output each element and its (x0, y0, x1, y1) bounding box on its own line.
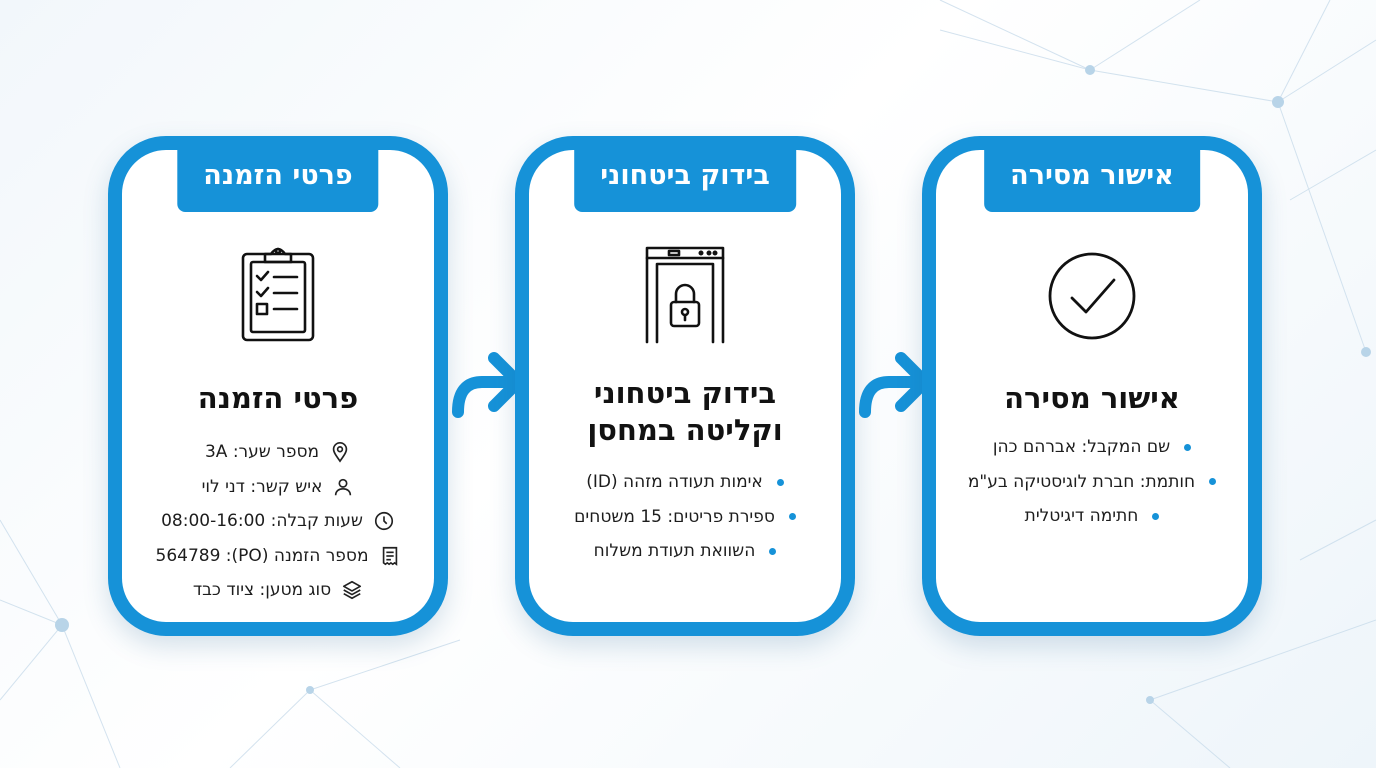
recipient-name-text: שם המקבל: אברהם כהן (992, 437, 1171, 458)
security-check-card: בידוק ביטחוני בידוק ביטחוני וקליטה במחסן… (515, 136, 855, 636)
order-details-tab: פרטי הזמנה (177, 136, 379, 212)
security-check-list: אימות תעודה מזהה (ID) ספירת פריטים: 15 מ… (529, 465, 841, 569)
order-number-text: מספר הזמנה (PO): 564789 (155, 545, 369, 566)
list-item: חותמת: חברת לוגיסטיקה בע"מ (936, 465, 1248, 500)
order-details-list: מספר שער: 3A איש קשר: דני לוי שעות קבלה:… (122, 435, 434, 608)
bullet-dot (1152, 512, 1160, 520)
delivery-approval-tab: אישור מסירה (984, 136, 1200, 212)
bullet-dot (1184, 443, 1192, 451)
delivery-approval-title: אישור מסירה (1004, 381, 1180, 415)
list-item: חתימה דיגיטלית (936, 499, 1248, 534)
list-item: השוואת תעודת משלוח (529, 534, 841, 569)
security-check-title-line1: בידוק ביטחוני (593, 376, 777, 410)
security-check-tab: בידוק ביטחוני (574, 136, 796, 212)
order-details-card: פרטי הזמנה פרטי הזמנה מספר שער: 3A איש ק… (108, 136, 448, 636)
cargo-type-text: סוג מטען: ציוד כבד (192, 580, 332, 601)
list-item: איש קשר: דני לוי (122, 470, 434, 505)
delivery-approval-list: שם המקבל: אברהם כהן חותמת: חברת לוגיסטיק… (936, 430, 1248, 534)
user-icon (335, 478, 352, 496)
company-stamp-text: חותמת: חברת לוגיסטיקה בע"מ (967, 471, 1196, 492)
list-item: שם המקבל: אברהם כהן (936, 430, 1248, 465)
bullet-dot (776, 478, 784, 486)
list-item: אימות תעודה מזהה (ID) (529, 465, 841, 500)
list-item: ספירת פריטים: 15 משטחים (529, 500, 841, 535)
list-item: מספר הזמנה (PO): 564789 (122, 539, 434, 574)
location-pin-icon (332, 442, 348, 463)
digital-signature-text: חתימה דיגיטלית (1024, 506, 1139, 527)
bullet-dot (788, 513, 796, 521)
list-item: מספר שער: 3A (122, 435, 434, 470)
list-item: סוג מטען: ציוד כבד (122, 573, 434, 608)
delivery-approval-card: אישור מסירה אישור מסירה שם המקבל: אברהם … (922, 136, 1262, 636)
security-check-title-line2: וקליטה במחסן (587, 413, 783, 447)
receipt-icon (382, 546, 397, 566)
layers-icon (343, 581, 362, 600)
contact-person-text: איש קשר: דני לוי (201, 476, 323, 497)
receiving-hours-text: שעות קבלה: 08:00-16:00 (161, 511, 363, 532)
delivery-note-compare-text: השוואת תעודת משלוח (593, 541, 756, 562)
id-verification-text: אימות תעודה מזהה (ID) (586, 472, 763, 493)
security-gate-lock-icon (645, 246, 725, 344)
bullet-dot (769, 547, 777, 555)
clipboard-checklist-icon (241, 247, 315, 342)
gate-number-text: מספר שער: 3A (204, 442, 320, 463)
security-check-title: בידוק ביטחוני וקליטה במחסן (529, 375, 841, 449)
check-circle-icon (1048, 252, 1136, 340)
item-count-text: ספירת פריטים: 15 משטחים (574, 506, 775, 527)
clock-icon (374, 512, 393, 531)
order-details-title: פרטי הזמנה (197, 381, 359, 415)
list-item: שעות קבלה: 08:00-16:00 (122, 504, 434, 539)
bullet-dot (1209, 478, 1217, 486)
